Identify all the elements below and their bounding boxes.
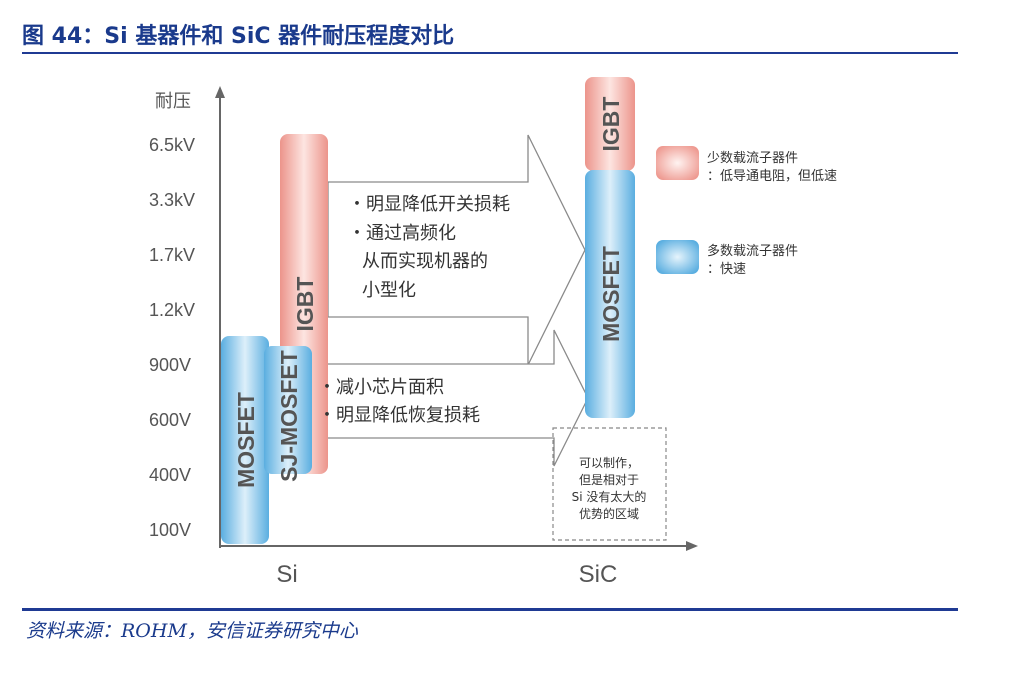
- si-mosfet-bar: [221, 336, 269, 544]
- note-line: 优势的区域: [579, 506, 639, 521]
- axes: [215, 86, 698, 551]
- category-label-sic: SiC: [579, 561, 618, 588]
- si-igbt-label: IGBT: [292, 277, 318, 332]
- upper-transition-arrow: [327, 134, 586, 366]
- figure-title: 图 44：Si 基器件和 SiC 器件耐压程度对比: [22, 24, 455, 49]
- y-tick-label: 1.2kV: [149, 300, 195, 320]
- legend-swatch-minority: [656, 146, 699, 180]
- note-line: ・减小芯片面积: [318, 377, 444, 398]
- sic-mosfet-label: MOSFET: [598, 246, 624, 342]
- sic-igbt-bar: [585, 77, 635, 171]
- lower-arrow-notes: ・减小芯片面积 ・明显降低恢复损耗: [318, 377, 480, 426]
- dashed-region-note: 可以制作， 但是相对于 Si 没有太大的 优势的区域: [572, 456, 647, 521]
- dashed-region-box: [552, 427, 667, 541]
- y-tick-label: 400V: [149, 465, 191, 485]
- y-tick-label: 100V: [149, 520, 191, 540]
- y-tick-label: 1.7kV: [149, 245, 195, 265]
- note-line: Si 没有太大的: [572, 489, 647, 504]
- legend-label: ：快速: [707, 262, 746, 277]
- si-mosfet-label: MOSFET: [233, 392, 259, 488]
- upper-arrow-notes: ・明显降低开关损耗 ・通过高频化 从而实现机器的 小型化: [348, 194, 510, 301]
- category-label-si: Si: [276, 561, 297, 588]
- bottom-rule: [22, 608, 958, 611]
- sic-igbt-label: IGBT: [598, 97, 624, 152]
- si-sj-mosfet-bar: [264, 346, 312, 474]
- si-sj-mosfet-label: SJ-MOSFET: [276, 350, 302, 482]
- note-line: 但是相对于: [579, 473, 639, 487]
- note-line: ・通过高频化: [348, 223, 456, 244]
- sic-mosfet-bar: [585, 170, 635, 418]
- y-axis-label: 耐压: [155, 91, 191, 111]
- legend-label: 多数载流子器件: [707, 243, 798, 259]
- legend-swatch-majority: [656, 240, 699, 274]
- y-tick-label: 6.5kV: [149, 135, 195, 155]
- legend-label: 少数载流子器件: [707, 151, 798, 166]
- legend: 少数载流子器件 ：低导通电阻，但低速 多数载流子器件 ：快速: [656, 146, 837, 277]
- lower-transition-arrow: [311, 329, 589, 467]
- note-line: ・明显降低开关损耗: [348, 194, 510, 215]
- y-tick-label: 900V: [149, 355, 191, 375]
- note-line: ・明显降低恢复损耗: [318, 405, 480, 426]
- y-tick-label: 3.3kV: [149, 190, 195, 210]
- y-ticks: 6.5kV 3.3kV 1.7kV 1.2kV 900V 600V 400V 1…: [149, 135, 195, 540]
- source-note: 资料来源：ROHM，安信证券研究中心: [26, 620, 358, 642]
- y-tick-label: 600V: [149, 410, 191, 430]
- note-line: 可以制作，: [579, 456, 639, 470]
- note-line: 小型化: [362, 280, 416, 301]
- legend-label: ：低导通电阻，但低速: [707, 169, 837, 184]
- note-line: 从而实现机器的: [362, 251, 488, 272]
- top-rule: [22, 52, 958, 54]
